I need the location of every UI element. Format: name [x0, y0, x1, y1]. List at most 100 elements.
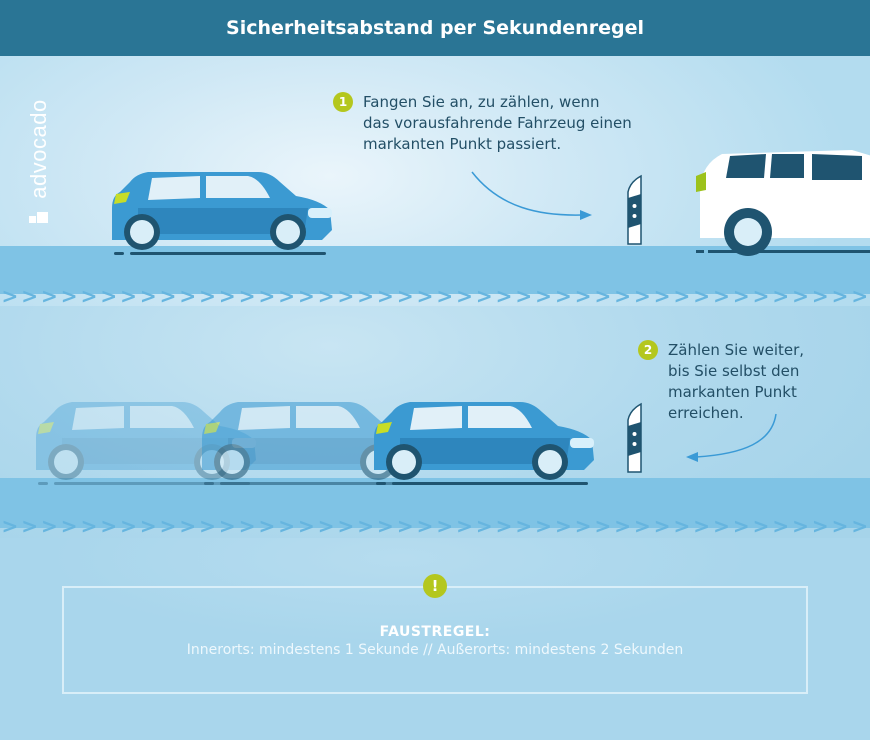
chevron-right-icon: > [1, 284, 19, 306]
chevron-right-icon: > [337, 284, 355, 306]
chevron-right-icon: > [199, 284, 216, 306]
chevron-right-icon: > [357, 514, 375, 538]
rule-section [0, 538, 870, 740]
chevron-right-icon: > [673, 514, 691, 538]
chevron-right-icon: > [713, 284, 730, 306]
chevron-right-icon: > [693, 514, 711, 538]
chevron-right-icon: > [653, 284, 671, 306]
page-title: Sicherheitsabstand per Sekundenregel [226, 17, 644, 39]
road-chevrons: >>>>>>>>>>>>>>>>>>>>>>>>>>>>>>>>>>>>>>>>… [0, 286, 870, 306]
chevron-right-icon: > [634, 514, 651, 538]
chevron-right-icon: > [673, 284, 691, 306]
chevron-right-icon: > [1, 514, 19, 538]
chevron-right-icon: > [693, 284, 711, 306]
chevron-right-icon: > [475, 284, 493, 306]
blue-hatchback-car [112, 172, 332, 255]
chevron-right-icon: > [535, 284, 552, 306]
chevron-right-icon: > [377, 284, 394, 306]
chevron-right-icon: > [317, 514, 335, 538]
chevron-right-icon: > [179, 284, 197, 306]
chevron-right-icon: > [238, 284, 256, 306]
chevron-right-icon: > [120, 514, 137, 538]
chevron-right-icon: > [535, 514, 552, 538]
chevron-right-icon: > [21, 284, 39, 306]
chevron-right-icon: > [732, 514, 750, 538]
step-1-text: Fangen Sie an, zu zählen, wenn das vorau… [363, 92, 632, 155]
chevron-right-icon: > [574, 284, 592, 306]
chevron-right-icon: > [614, 284, 631, 306]
chevron-right-icon: > [792, 284, 809, 306]
chevron-right-icon: > [80, 284, 98, 306]
chevron-right-icon: > [337, 514, 355, 538]
chevron-right-icon: > [60, 284, 78, 306]
chevron-right-icon: > [278, 514, 295, 538]
chevron-right-icon: > [159, 514, 177, 538]
chevron-right-icon: > [100, 514, 118, 538]
chevron-right-icon: > [475, 514, 493, 538]
chevron-right-icon: > [495, 284, 513, 306]
chevron-right-icon: > [495, 514, 513, 538]
roadside-post-icon [627, 174, 642, 245]
chevron-right-icon: > [377, 514, 394, 538]
chevron-right-icon: > [297, 514, 315, 538]
chevron-right-icon: > [258, 284, 276, 306]
chevron-right-icon: > [614, 514, 631, 538]
chevron-right-icon: > [772, 284, 790, 306]
chevron-right-icon: > [594, 514, 612, 538]
chevron-right-icon: > [713, 514, 730, 538]
chevron-right-icon: > [60, 514, 78, 538]
chevron-right-icon: > [139, 284, 157, 306]
logo-text: advocado [26, 99, 51, 199]
chevron-right-icon: > [199, 514, 216, 538]
chevron-right-icon: > [554, 284, 572, 306]
curved-arrow-icon [686, 413, 777, 462]
road-2: >>>>>>>>>>>>>>>>>>>>>>>>>>>>>>>>>>>>>>>>… [0, 478, 870, 536]
step-2-line: bis Sie selbst den [668, 362, 800, 380]
chevron-right-icon: > [811, 514, 829, 538]
step-2-text: Zählen Sie weiter, bis Sie selbst den ma… [668, 340, 804, 424]
chevron-right-icon: > [594, 284, 612, 306]
chevron-right-icon: > [139, 514, 157, 538]
chevron-right-icon: > [218, 514, 236, 538]
step-2-line: Zählen Sie weiter, [668, 341, 805, 359]
chevron-right-icon: > [258, 514, 276, 538]
rule-title: FAUSTREGEL: [379, 624, 491, 640]
chevron-right-icon: > [238, 514, 256, 538]
chevron-right-icon: > [792, 514, 809, 538]
chevron-right-icon: > [416, 514, 434, 538]
chevron-right-icon: > [515, 284, 533, 306]
chevron-right-icon: > [41, 284, 58, 306]
chevron-right-icon: > [772, 514, 790, 538]
step-2-badge: 2 [638, 340, 658, 360]
roadside-post-icon [627, 402, 642, 473]
rule-box: FAUSTREGEL: Innerorts: mindestens 1 Seku… [62, 586, 808, 694]
chevron-right-icon: > [851, 514, 869, 538]
chevron-right-icon: > [396, 284, 414, 306]
chevron-right-icon: > [159, 284, 177, 306]
chevron-right-icon: > [120, 284, 137, 306]
chevron-right-icon: > [80, 514, 98, 538]
chevron-right-icon: > [811, 284, 829, 306]
curved-arrow-icon [471, 171, 592, 220]
blue-hatchback-car [374, 402, 594, 485]
step-1: 1 Fangen Sie an, zu zählen, wenn das vor… [333, 92, 632, 155]
chevron-right-icon: > [732, 284, 750, 306]
chevron-right-icon: > [752, 514, 770, 538]
chevron-right-icon: > [21, 514, 39, 538]
chevron-right-icon: > [41, 514, 58, 538]
chevron-right-icon: > [100, 284, 118, 306]
chevron-right-icon: > [653, 514, 671, 538]
chevron-right-icon: > [436, 284, 454, 306]
chevron-right-icon: > [456, 284, 473, 306]
chevron-right-icon: > [574, 514, 592, 538]
step-2: 2 Zählen Sie weiter, bis Sie selbst den … [638, 340, 804, 424]
chevron-right-icon: > [831, 284, 849, 306]
chevron-right-icon: > [278, 284, 295, 306]
step-2-line: markanten Punkt [668, 383, 797, 401]
step-1-badge: 1 [333, 92, 353, 112]
chevron-right-icon: > [416, 284, 434, 306]
step-1-line: Fangen Sie an, zu zählen, wenn [363, 93, 600, 111]
step-1-line: das vorausfahrende Fahrzeug einen [363, 114, 632, 132]
road-chevrons: >>>>>>>>>>>>>>>>>>>>>>>>>>>>>>>>>>>>>>>>… [0, 516, 870, 536]
exclamation-icon: ! [423, 574, 447, 598]
